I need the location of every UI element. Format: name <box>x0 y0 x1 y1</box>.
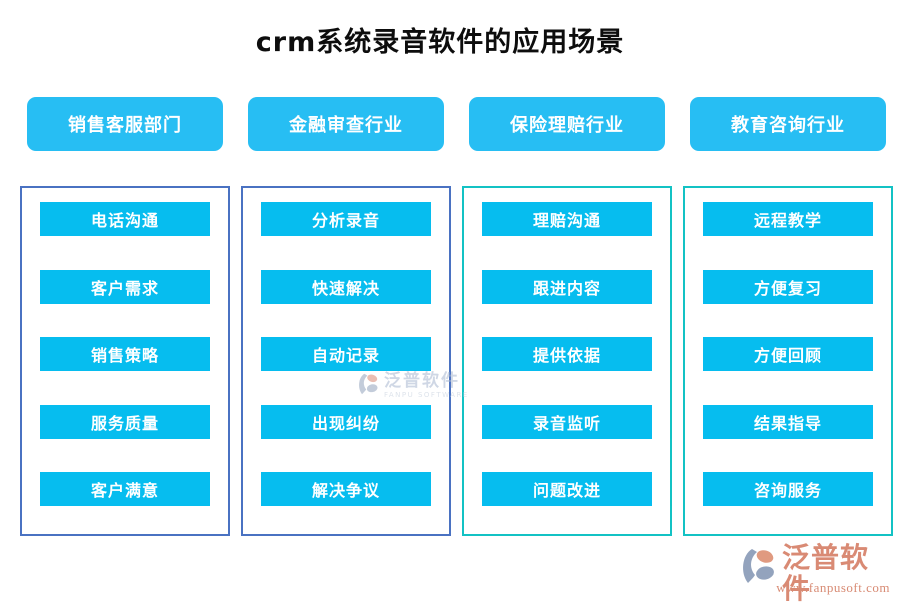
scenario-item: 客户满意 <box>40 472 210 506</box>
column-box-finance-review: 分析录音 快速解决 自动记录 出现纠纷 解决争议 <box>241 186 451 536</box>
scenario-item: 问题改进 <box>482 472 652 506</box>
column-box-education-consulting: 远程教学 方便复习 方便回顾 结果指导 咨询服务 <box>683 186 893 536</box>
scenario-item: 录音监听 <box>482 404 652 439</box>
columns-grid: 销售客服部门 金融审查行业 保险理赔行业 教育咨询行业 电话沟通 客户需求 销售… <box>20 97 893 536</box>
scenario-item: 出现纠纷 <box>261 404 431 439</box>
scenario-item: 方便复习 <box>703 269 873 304</box>
brand-name: 泛普软件 <box>782 541 870 605</box>
scenario-item: 电话沟通 <box>40 202 210 236</box>
scenario-item: 解决争议 <box>261 472 431 506</box>
scenario-item: 客户需求 <box>40 269 210 304</box>
scenario-item: 咨询服务 <box>703 472 873 506</box>
scenario-item: 自动记录 <box>261 337 431 371</box>
column-header-sales-service: 销售客服部门 <box>27 97 223 151</box>
watermark-subtext: FANPU SOFTWARE <box>384 391 469 399</box>
brand-logo: 泛普软件 www.fanpusoft.com <box>738 542 890 604</box>
column-header-insurance-claims: 保险理赔行业 <box>469 97 665 151</box>
watermark-brand: 泛普软件 <box>384 371 460 391</box>
scenario-item: 分析录音 <box>261 202 431 236</box>
scenario-item: 提供依据 <box>482 337 652 371</box>
column-header-finance-review: 金融审查行业 <box>248 97 444 151</box>
scenario-item: 销售策略 <box>40 337 210 371</box>
scenario-item: 服务质量 <box>40 404 210 439</box>
column-header-education-consulting: 教育咨询行业 <box>690 97 886 151</box>
column-box-insurance-claims: 理赔沟通 跟进内容 提供依据 录音监听 问题改进 <box>462 186 672 536</box>
watermark-logo-icon <box>356 372 380 400</box>
scenario-item: 结果指导 <box>703 404 873 439</box>
scenario-item: 跟进内容 <box>482 269 652 304</box>
scenario-item: 方便回顾 <box>703 337 873 371</box>
scenario-item: 理赔沟通 <box>482 202 652 236</box>
page-title: crm系统录音软件的应用场景 <box>255 27 625 58</box>
watermark: 泛普软件 FANPU SOFTWARE <box>356 372 469 400</box>
brand-logo-icon <box>738 546 778 590</box>
scenario-item: 远程教学 <box>703 202 873 236</box>
brand-url: www.fanpusoft.com <box>776 580 890 595</box>
column-box-sales-service: 电话沟通 客户需求 销售策略 服务质量 客户满意 <box>20 186 230 536</box>
scenario-item: 快速解决 <box>261 269 431 304</box>
